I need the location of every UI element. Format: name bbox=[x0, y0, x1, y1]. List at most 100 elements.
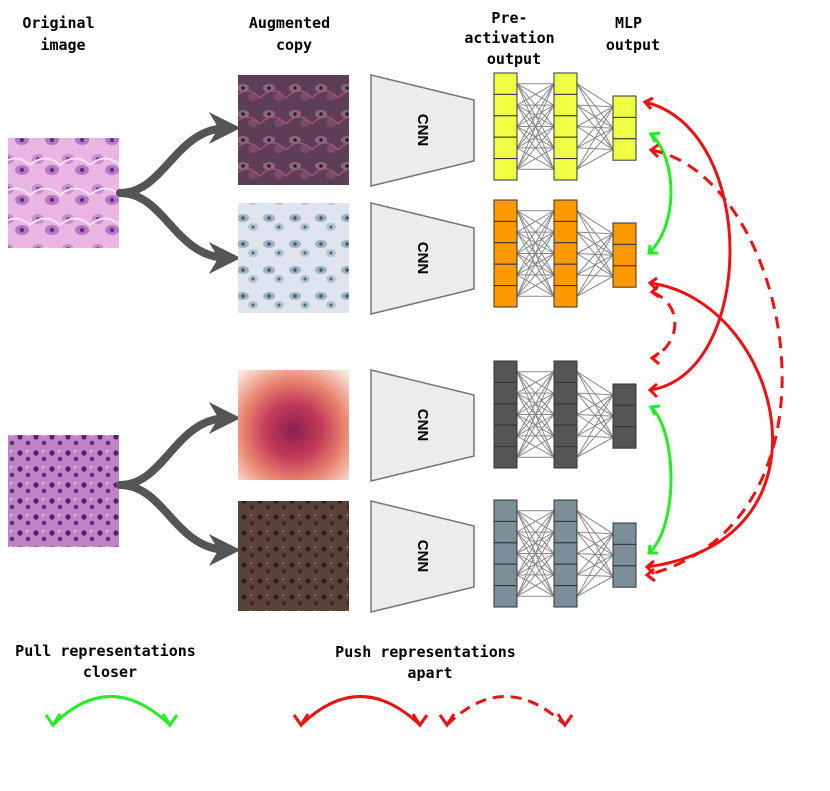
connection-edge bbox=[516, 435, 555, 458]
connection-edge bbox=[516, 210, 555, 297]
hidden-node bbox=[553, 381, 578, 405]
hidden-node bbox=[553, 93, 578, 117]
connection-edge bbox=[576, 371, 614, 396]
pull-arrows bbox=[647, 131, 673, 555]
connection-edge bbox=[576, 276, 614, 297]
connection-edge bbox=[576, 394, 614, 437]
preactivation-node bbox=[493, 542, 518, 565]
cnn-block-2: CNN bbox=[370, 202, 475, 315]
connection-edge bbox=[516, 210, 555, 276]
mlp-output-node bbox=[612, 522, 637, 545]
cnn-block-3: CNN bbox=[370, 369, 475, 482]
augmentation-arrows-1 bbox=[116, 112, 241, 274]
connection-edge bbox=[576, 233, 614, 276]
connection-edge bbox=[516, 274, 555, 297]
connection-edge bbox=[516, 147, 555, 170]
hidden-node bbox=[553, 563, 578, 587]
connection-edge bbox=[516, 83, 555, 127]
connection-edge bbox=[516, 210, 555, 254]
network-row-4 bbox=[493, 499, 637, 608]
augmented-copy-3 bbox=[238, 370, 349, 480]
mlp-output-node bbox=[612, 383, 637, 406]
hidden-node bbox=[553, 72, 578, 95]
connection-edge bbox=[576, 231, 614, 235]
connection-edge bbox=[516, 83, 555, 106]
augmented-copy-1 bbox=[238, 75, 349, 185]
legend-push-arrow-solid bbox=[292, 695, 429, 728]
mlp-output-node bbox=[612, 265, 637, 288]
hidden-node bbox=[553, 199, 578, 222]
connection-edge bbox=[516, 510, 555, 533]
connection-edge bbox=[576, 392, 614, 396]
connection-edge bbox=[516, 371, 555, 415]
cnn-block-1: CNN bbox=[370, 74, 475, 187]
connection-edge bbox=[576, 233, 614, 254]
cnn-label: CNN bbox=[414, 114, 431, 147]
hidden-node bbox=[553, 263, 578, 287]
network-row-1 bbox=[493, 72, 637, 181]
preactivation-node bbox=[493, 446, 518, 469]
preactivation-node bbox=[493, 360, 518, 383]
augmented-copy-2 bbox=[238, 203, 349, 313]
original-image-2 bbox=[8, 435, 119, 547]
connection-edge bbox=[516, 253, 555, 297]
connection-edge bbox=[516, 510, 555, 597]
header-original-image: Original image bbox=[22, 14, 103, 54]
connection-edge bbox=[576, 394, 614, 458]
mlp-output-node bbox=[612, 95, 637, 118]
mlp-output-node bbox=[612, 404, 637, 428]
mlp-output-node bbox=[612, 426, 637, 449]
push-arrows-solid bbox=[642, 96, 774, 576]
hidden-node bbox=[553, 136, 578, 160]
augmentation-arrows-2 bbox=[116, 402, 241, 566]
legend-pull-arrow bbox=[44, 695, 179, 728]
connection-edge bbox=[516, 553, 555, 597]
preactivation-node bbox=[493, 285, 518, 308]
connection-edge bbox=[576, 510, 614, 535]
connection-edge bbox=[576, 437, 614, 458]
original-image-1 bbox=[8, 138, 119, 248]
connection-edge bbox=[576, 554, 614, 597]
hidden-node bbox=[553, 585, 578, 608]
preactivation-node bbox=[493, 242, 518, 265]
connection-edge bbox=[576, 533, 614, 554]
preactivation-node bbox=[493, 158, 518, 181]
connection-edge bbox=[576, 415, 614, 458]
preactivation-node bbox=[493, 220, 518, 244]
augmented-copy-4 bbox=[238, 501, 349, 611]
connection-edge bbox=[576, 149, 614, 170]
mlp-output-node bbox=[612, 138, 637, 161]
connection-edge bbox=[516, 392, 555, 458]
connection-edge bbox=[576, 533, 614, 576]
connection-edge bbox=[516, 510, 555, 576]
legend-pull-label: Pull representations closer bbox=[15, 642, 205, 681]
connection-edge bbox=[516, 83, 555, 170]
network-row-2 bbox=[493, 199, 637, 308]
preactivation-node bbox=[493, 263, 518, 287]
hidden-node bbox=[553, 424, 578, 448]
connection-edge bbox=[576, 210, 614, 235]
header-preactivation-output: Pre- activation output bbox=[464, 9, 563, 68]
connection-edge bbox=[516, 531, 555, 597]
hidden-node bbox=[553, 403, 578, 426]
preactivation-node bbox=[493, 563, 518, 587]
connection-edge bbox=[516, 371, 555, 437]
preactivation-node bbox=[493, 136, 518, 160]
cnn-block-4: CNN bbox=[370, 500, 475, 613]
cnn-label: CNN bbox=[414, 409, 431, 442]
preactivation-node bbox=[493, 585, 518, 608]
connection-edge bbox=[576, 106, 614, 170]
hidden-node bbox=[553, 446, 578, 469]
preactivation-node bbox=[493, 520, 518, 544]
mlp-output-node bbox=[612, 565, 637, 588]
connection-edge bbox=[576, 576, 614, 597]
hidden-node bbox=[553, 520, 578, 544]
connection-edge bbox=[576, 254, 614, 297]
connection-edge bbox=[516, 231, 555, 297]
network-layers bbox=[493, 72, 637, 608]
mlp-output-node bbox=[612, 222, 637, 245]
header-mlp-output: MLP output bbox=[606, 14, 660, 54]
preactivation-node bbox=[493, 93, 518, 117]
connection-edge bbox=[516, 371, 555, 458]
